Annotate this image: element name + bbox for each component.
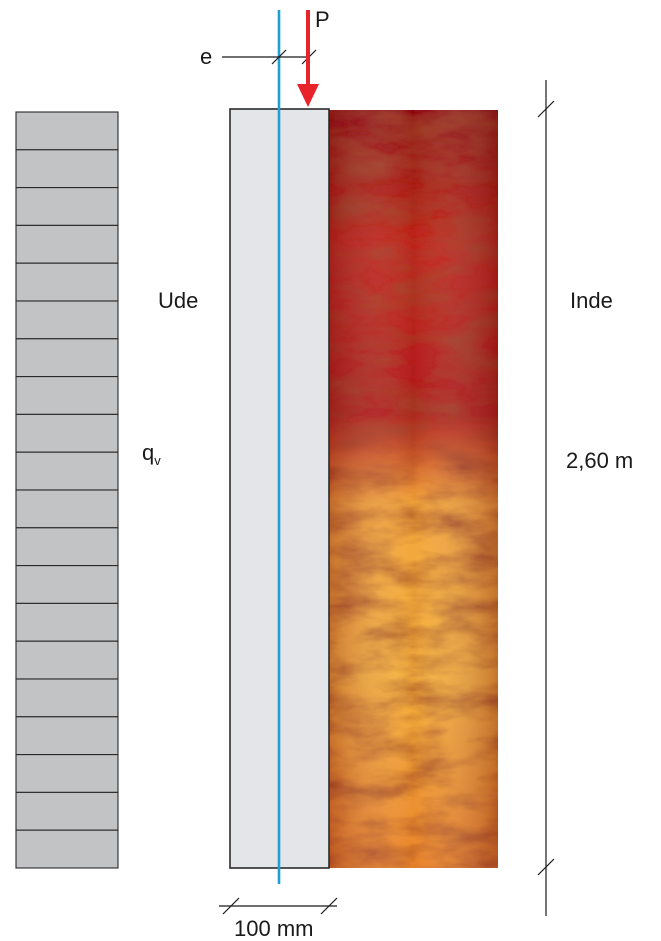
wind-load-blocks bbox=[15, 111, 119, 869]
outside-label: Ude bbox=[158, 288, 198, 313]
thickness-label: 100 mm bbox=[234, 916, 313, 941]
inside-label: Inde bbox=[570, 288, 613, 313]
wind-load-block bbox=[15, 262, 119, 302]
thickness-dimension bbox=[219, 897, 338, 915]
wind-load-block bbox=[15, 678, 119, 718]
wind-load-block bbox=[15, 527, 119, 567]
load-arrow bbox=[297, 10, 319, 107]
wind-load-block bbox=[15, 489, 119, 529]
fire-region bbox=[329, 110, 498, 868]
wind-load-block bbox=[15, 565, 119, 604]
wind-load-block bbox=[15, 451, 119, 491]
wind-load-block bbox=[15, 640, 119, 680]
wind-load-block bbox=[15, 187, 119, 226]
wind-load-block bbox=[15, 111, 119, 151]
eccentricity-label: e bbox=[200, 44, 212, 69]
load-label: P bbox=[315, 7, 330, 32]
wind-load-block bbox=[15, 829, 119, 869]
wind-load-block bbox=[15, 754, 119, 793]
wind-load-block bbox=[15, 413, 119, 453]
height-dimension bbox=[537, 80, 555, 916]
wind-load-block bbox=[15, 300, 119, 340]
eccentricity-dimension bbox=[222, 49, 317, 65]
wind-load-block bbox=[15, 224, 119, 264]
wind-load-block bbox=[15, 716, 119, 756]
wind-load-block bbox=[15, 376, 119, 415]
wind-load-block bbox=[15, 791, 119, 831]
wind-load-block bbox=[15, 602, 119, 642]
wind-load-block bbox=[15, 338, 119, 378]
wind-load-block bbox=[15, 149, 119, 189]
height-label: 2,60 m bbox=[566, 448, 633, 473]
wind-load-label: qv bbox=[142, 440, 161, 468]
